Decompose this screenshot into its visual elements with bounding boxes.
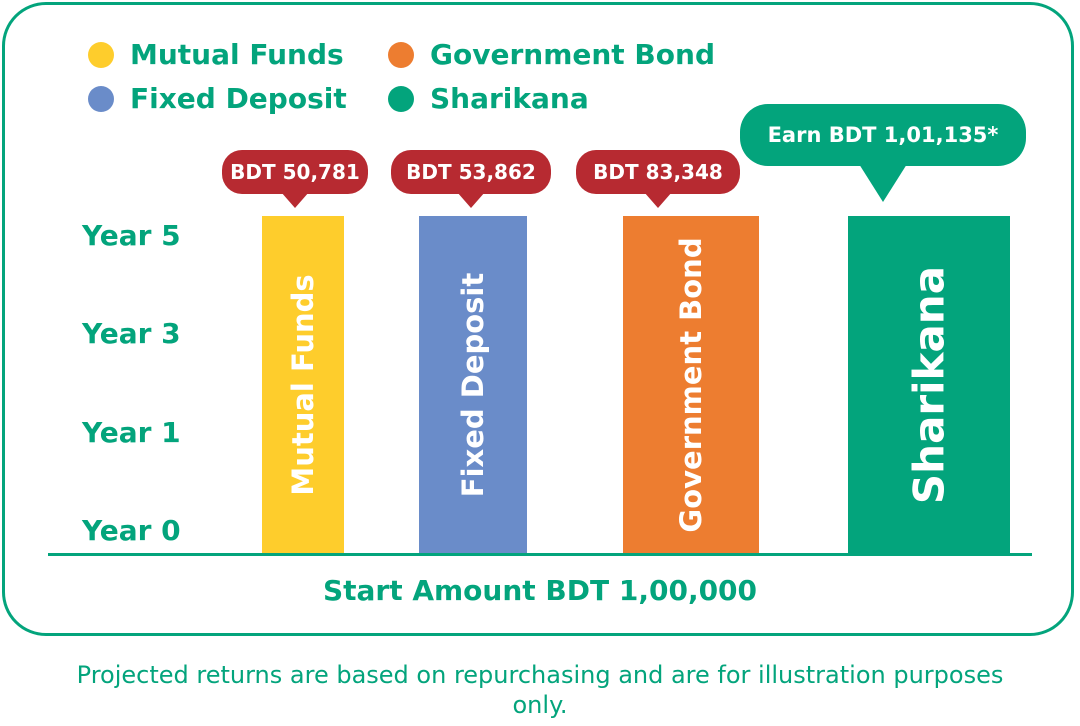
bar-sharikana: Sharikana [848,216,1010,554]
value-label-sharikana: Earn BDT 1,01,135* [740,104,1026,166]
bar-label: Mutual Funds [286,274,320,496]
bar-fixed-deposit: Fixed Deposit [419,216,527,554]
legend-dot-icon [88,85,114,112]
y-tick-year-0: Year 0 [82,514,181,547]
value-label-government-bond: BDT 83,348 [576,150,740,194]
legend-item-sharikana: Sharikana [388,82,589,115]
legend-label: Fixed Deposit [130,82,347,115]
y-tick-year-3: Year 3 [82,317,181,350]
legend-label: Sharikana [430,82,589,115]
bar-government-bond: Government Bond [623,216,759,554]
legend-dot-icon [88,41,114,68]
bar-mutual-funds: Mutual Funds [262,216,344,554]
legend-dot-icon [388,85,414,112]
legend-dot-icon [388,41,414,68]
bar-label: Sharikana [904,265,954,505]
y-tick-year-1: Year 1 [82,416,181,449]
bar-label: Government Bond [674,237,708,533]
x-axis-baseline [48,553,1032,556]
legend-item-fixed-deposit: Fixed Deposit [88,82,347,115]
legend-item-mutual-funds: Mutual Funds [88,38,344,71]
legend-item-government-bond: Government Bond [388,38,715,71]
y-tick-year-5: Year 5 [82,219,181,252]
value-label-fixed-deposit: BDT 53,862 [391,150,551,194]
x-axis-label: Start Amount BDT 1,00,000 [322,574,758,607]
legend-label: Government Bond [430,38,715,71]
footnote: Projected returns are based on repurchas… [76,661,1004,719]
value-label-mutual-funds: BDT 50,781 [222,150,368,194]
bar-label: Fixed Deposit [456,272,490,498]
chart-frame [2,2,1074,636]
legend-label: Mutual Funds [130,38,344,71]
